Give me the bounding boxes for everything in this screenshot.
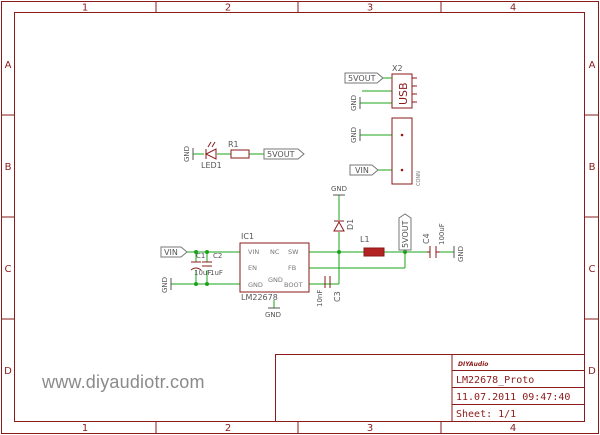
led-symbol <box>204 141 217 160</box>
net-label-vin-in <box>160 246 188 258</box>
gnd-label-usb: GND <box>350 95 358 111</box>
column-label: 1 <box>82 423 88 434</box>
net-label-5vout-out-text: 5VOUT <box>401 220 410 248</box>
gnd-label-ic: GND <box>265 311 281 319</box>
sheet-number: Sheet: 1/1 <box>456 409 516 420</box>
c3-value-label: 10nF <box>316 290 324 307</box>
row-label: C <box>5 264 12 275</box>
capacitor-c4 <box>427 246 440 258</box>
ic-ref-label: IC1 <box>241 232 254 241</box>
row-label: D <box>4 366 12 377</box>
net-label-5vout-led-text: 5VOUT <box>267 150 295 159</box>
junctions <box>194 250 407 286</box>
pin-vin: VIN <box>248 248 259 256</box>
net-label-vin-conn <box>349 164 379 176</box>
net-label-5vout-out <box>398 213 412 251</box>
c3-ref-label: C3 <box>333 291 342 302</box>
c2-ref-label: C2 <box>213 252 222 260</box>
row-label: A <box>5 60 12 71</box>
row-label: B <box>5 162 12 173</box>
title-block-logo: DIYAudio <box>458 361 488 368</box>
c4-value-label: 100uF <box>438 223 446 245</box>
pin-gnd2: GND <box>268 276 283 284</box>
led-ref-label: LED1 <box>201 161 222 170</box>
column-label: 1 <box>82 3 88 14</box>
frame-grid-labels: 1 2 3 4 1 2 3 4 A B C D A B C D <box>4 3 596 435</box>
c4-ref-label: C4 <box>422 233 431 244</box>
row-label: D <box>588 366 596 377</box>
gnd-label-conn: GND <box>350 127 358 143</box>
pin-gnd: GND <box>248 281 263 289</box>
usb-ref-label: X2 <box>392 64 403 73</box>
wires <box>171 90 454 308</box>
row-label: C <box>589 264 596 275</box>
row-label: B <box>589 162 596 173</box>
usb-name-label: USB <box>397 82 410 105</box>
column-label: 4 <box>510 3 516 14</box>
column-label: 4 <box>510 423 516 434</box>
ic-lm22678-body <box>239 242 310 293</box>
capacitor-c1 <box>190 261 202 271</box>
gnd-label-led: GND <box>183 146 191 162</box>
capacitor-c2 <box>202 261 212 267</box>
net-label-5vout-usb <box>344 72 384 84</box>
net-label-vin-in-text: VIN <box>164 248 178 257</box>
ic-name-label: LM22678 <box>241 293 278 302</box>
pin-en: EN <box>248 264 257 272</box>
column-label: 2 <box>225 3 231 14</box>
c2-value-label: 1uF <box>210 269 223 277</box>
connector-conn: CONN <box>391 117 422 186</box>
column-label: 3 <box>367 3 373 14</box>
l1-ref-label: L1 <box>360 235 370 244</box>
diode-d1 <box>333 220 345 232</box>
pin-sw: SW <box>288 248 299 256</box>
drawing-title: LM22678_Proto <box>456 375 534 386</box>
net-label-5vout-usb-text: 5VOUT <box>348 74 376 83</box>
c1-ref-label: C1 <box>196 252 205 260</box>
conn-name-label: CONN <box>416 171 422 186</box>
pin-nc: NC <box>270 248 280 256</box>
pin-boot: BOOT <box>284 281 303 289</box>
gnd-label-left: GND <box>161 277 169 293</box>
inductor-l1 <box>363 247 385 257</box>
gnd-label-diode: GND <box>331 185 347 193</box>
column-label: 2 <box>225 423 231 434</box>
c1-value-label: 10uF <box>194 269 211 277</box>
drawing-date: 11.07.2011 09:47:40 <box>456 392 570 403</box>
diode-ref-label: D1 <box>346 219 355 230</box>
gnd-label-c4: GND <box>457 246 465 262</box>
website-watermark: www.diyaudiotr.com <box>42 372 205 392</box>
column-label: 3 <box>367 423 373 434</box>
title-block: DIYAudio LM22678_Proto 11.07.2011 09:47:… <box>275 354 585 422</box>
row-label: A <box>589 60 596 71</box>
net-label-vin-conn-text: VIN <box>355 166 369 175</box>
r1-ref-label: R1 <box>228 140 239 149</box>
resistor-r1 <box>230 149 250 159</box>
pin-fb: FB <box>288 264 296 272</box>
capacitor-c3 <box>324 276 331 288</box>
net-label-5vout-led <box>263 148 305 160</box>
usb-connector-x2: X2 USB <box>391 64 417 109</box>
